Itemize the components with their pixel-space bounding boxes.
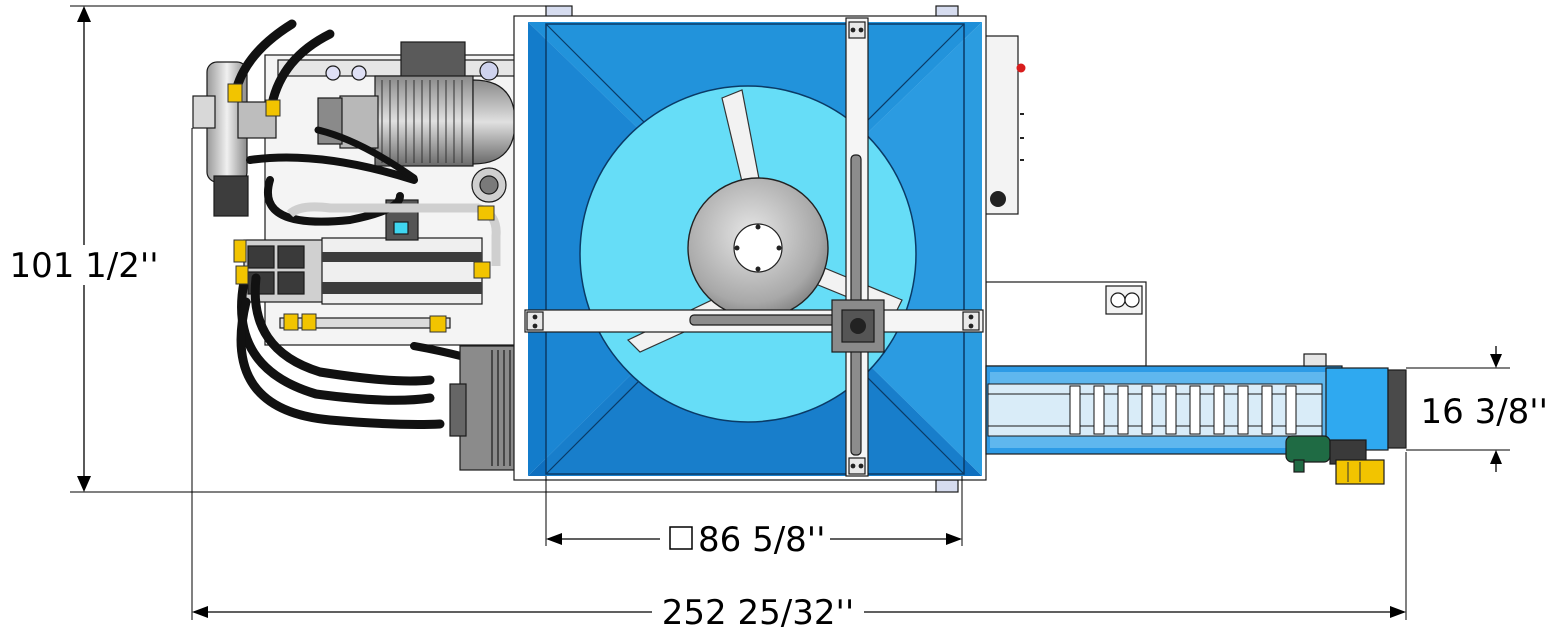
- dimension-conveyor-width: 16 3/8'': [1406, 346, 1548, 472]
- conveyor-head-housing: [1325, 367, 1389, 451]
- control-panel: [981, 35, 1026, 215]
- bracket-hole: [1110, 292, 1126, 308]
- bracket-hole: [1124, 292, 1140, 308]
- dimension-overall-length: 252 25/32'': [191, 128, 1407, 633]
- solenoid-indicator: [393, 221, 409, 235]
- cross-beam-vertical: [845, 17, 869, 477]
- emergency-stop-icon: [1016, 63, 1026, 73]
- dimension-overall-height: 101 1/2'': [9, 5, 936, 493]
- conveyor-bracket: [1303, 353, 1327, 367]
- square-hopper: [513, 5, 987, 493]
- port-circle: [479, 61, 499, 81]
- pressure-gauge-face: [479, 175, 499, 195]
- dimension-square-size: 86 5/8'': [545, 476, 963, 560]
- port-circle: [325, 65, 341, 81]
- center-drive-bracket: [831, 299, 885, 353]
- hub-bolt: [776, 245, 782, 251]
- conveyor-cleats: [1069, 385, 1297, 435]
- oil-cooler: [449, 345, 525, 471]
- port-circle: [351, 65, 367, 81]
- overall-length-label: 252 25/32'': [662, 593, 854, 633]
- rotor-hub: [733, 223, 783, 273]
- hub-bolt: [755, 266, 761, 272]
- square-symbol-icon: [669, 526, 693, 550]
- hose-fittings: [227, 83, 495, 333]
- hopper-wall-right: [860, 22, 982, 476]
- conveyor-drive-motor: [1285, 435, 1385, 485]
- conveyor-width-label: 16 3/8'': [1421, 392, 1548, 432]
- hub-bolt: [734, 245, 740, 251]
- hydraulic-power-unit: [192, 19, 528, 471]
- cross-beam-horizontal: [524, 309, 984, 333]
- selector-switch-icon: [990, 191, 1006, 207]
- square-size-label: 86 5/8'': [698, 520, 825, 560]
- overall-height-label: 101 1/2'': [9, 246, 158, 286]
- valve-manifold: [243, 237, 483, 329]
- hub-bolt: [755, 224, 761, 230]
- conveyor-head-roller: [1387, 369, 1407, 449]
- discharge-conveyor: [985, 353, 1407, 485]
